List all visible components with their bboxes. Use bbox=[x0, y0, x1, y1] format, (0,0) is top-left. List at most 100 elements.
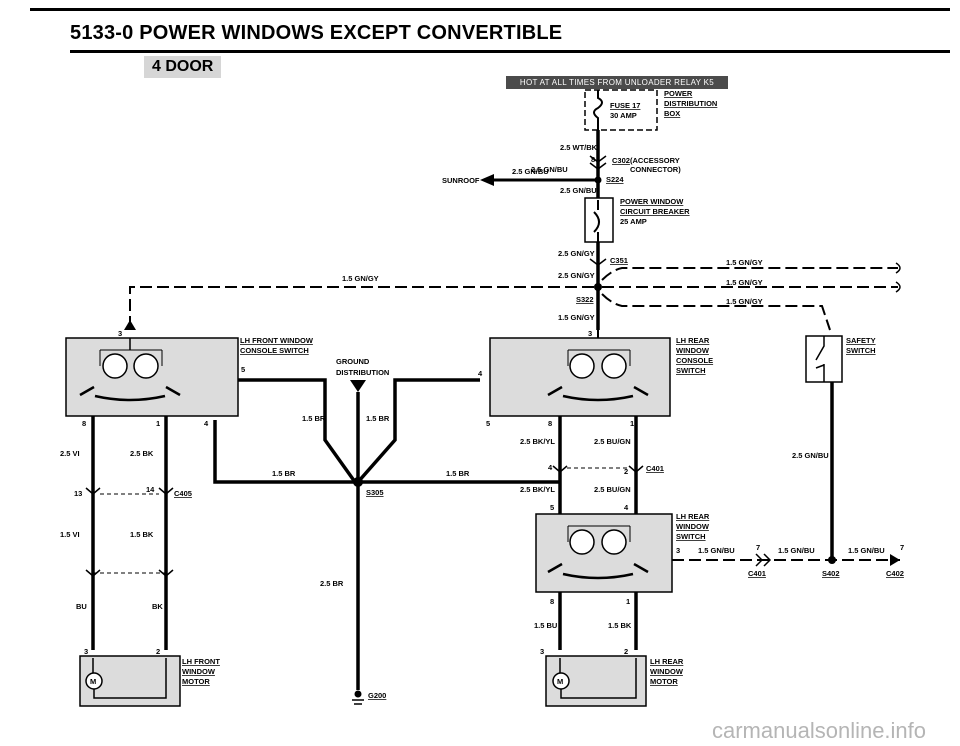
rear-motor-pin2: 2 bbox=[624, 647, 628, 656]
rear-switch-wire-label-2: 1.5 GN/BU bbox=[778, 546, 815, 555]
right-wire-label-2: 1.5 GN/GY bbox=[726, 278, 763, 287]
left-bus-wire bbox=[129, 286, 594, 330]
ground-dist-arrow bbox=[350, 380, 366, 392]
rear-switch-wire-label-3: 1.5 GN/BU bbox=[848, 546, 885, 555]
dist-box-line2: DISTRIBUTION bbox=[664, 99, 717, 108]
top-rule bbox=[30, 8, 950, 11]
breaker-amp: 25 AMP bbox=[620, 217, 647, 226]
right-wire-label-1: 1.5 GN/GY bbox=[726, 258, 763, 267]
sunroof-arrow bbox=[480, 174, 494, 186]
rear-console-internal bbox=[567, 349, 631, 366]
ground-label2: DISTRIBUTION bbox=[336, 368, 389, 377]
front-motor-internal bbox=[92, 658, 167, 699]
c401-connector-symbols bbox=[552, 465, 644, 473]
front-motor-m: M bbox=[90, 677, 96, 686]
c405-pin14: 14 bbox=[146, 485, 155, 494]
rear-switch-wire-label-1: 1.5 GN/BU bbox=[698, 546, 735, 555]
wire-gnbu-mid-label: 2.5 GN/BU bbox=[531, 165, 568, 174]
front-switch-pin4: 4 bbox=[204, 419, 209, 428]
ground-symbol bbox=[352, 699, 364, 705]
c351-connector-symbol bbox=[589, 258, 607, 266]
rear-switch-pin5: 5 bbox=[550, 503, 554, 512]
ground-wire-label-4: 1.5 BR bbox=[446, 469, 470, 478]
wire-bu-label: BU bbox=[76, 602, 87, 611]
rear-switch-internal bbox=[567, 525, 631, 542]
c401-label: C401 bbox=[646, 464, 664, 473]
rear-console-label3: CONSOLE bbox=[676, 356, 713, 365]
sunroof-label: SUNROOF bbox=[442, 176, 480, 185]
c405-label: C405 bbox=[174, 489, 192, 498]
title-rule bbox=[70, 50, 950, 53]
wire-25vi-label: 2.5 VI bbox=[60, 449, 80, 458]
front-switch-label2: CONSOLE SWITCH bbox=[240, 346, 309, 355]
c405-pin13: 13 bbox=[74, 489, 82, 498]
c351-label: C351 bbox=[610, 256, 628, 265]
c401-pin4: 4 bbox=[548, 463, 553, 472]
ground-label1: GROUND bbox=[336, 357, 370, 366]
s322-label: S322 bbox=[576, 295, 594, 304]
front-switch-internal bbox=[99, 349, 163, 366]
c401b-connector-symbol bbox=[755, 553, 772, 567]
safety-switch-label2: SWITCH bbox=[846, 346, 876, 355]
safety-switch-symbol bbox=[815, 336, 825, 382]
safety-wire-label: 2.5 GN/BU bbox=[792, 451, 829, 460]
rear-switch-contact-left bbox=[569, 529, 595, 555]
front-motor-pin3: 3 bbox=[84, 647, 88, 656]
distribution-box-outline bbox=[584, 89, 658, 131]
front-switch-pin3: 3 bbox=[118, 329, 122, 338]
front-switch-rockers bbox=[79, 385, 181, 402]
front-motor-label3: MOTOR bbox=[182, 677, 210, 686]
s305-label: S305 bbox=[366, 488, 384, 497]
c401-pin2: 2 bbox=[624, 467, 628, 476]
rear-switch-contact-right bbox=[601, 529, 627, 555]
rear-switch-pin7-b: 7 bbox=[900, 543, 904, 552]
rear-switch-label3: SWITCH bbox=[676, 532, 706, 541]
front-switch-label1: LH FRONT WINDOW bbox=[240, 336, 314, 345]
rear-console-pin8: 8 bbox=[548, 419, 552, 428]
page-title: 5133-0 POWER WINDOWS EXCEPT CONVERTIBLE bbox=[70, 22, 563, 44]
rear-console-label1: LH REAR bbox=[676, 336, 710, 345]
rear-switch-rockers bbox=[547, 562, 649, 580]
rear-switch-label1: LH REAR bbox=[676, 512, 710, 521]
s402-splice bbox=[828, 556, 836, 564]
front-motor-label2: WINDOW bbox=[182, 667, 216, 676]
rear-switch-feed-arrow bbox=[890, 554, 900, 566]
ground-wire-from-pin5 bbox=[238, 378, 357, 484]
rear-wire-bkyl-label-2: 2.5 BK/YL bbox=[520, 485, 555, 494]
mid-connector-symbols bbox=[85, 569, 174, 577]
rear-console-label2: WINDOW bbox=[676, 346, 710, 355]
c405-connector-symbols bbox=[85, 487, 174, 495]
rear-motor-label1: LH REAR bbox=[650, 657, 684, 666]
wire-wtbk-label: 2.5 WT/BK bbox=[560, 143, 598, 152]
rear-console-pin1: 1 bbox=[630, 419, 634, 428]
rear-wire-bugn-label-2: 2.5 BU/GN bbox=[594, 485, 631, 494]
ground-wire-label-5: 2.5 BR bbox=[320, 579, 344, 588]
wire-15bk-label: 1.5 BK bbox=[130, 530, 154, 539]
c302-pin: 8 bbox=[591, 155, 595, 164]
ground-bus-wire bbox=[213, 420, 560, 484]
front-switch-contact-right bbox=[133, 353, 159, 379]
rear-wire-15bu-label: 1.5 BU bbox=[534, 621, 557, 630]
front-motor-label1: LH FRONT bbox=[182, 657, 220, 666]
ground-wire-from-rear-pin4 bbox=[356, 378, 480, 484]
front-switch-pin3-arrow bbox=[124, 320, 136, 330]
left-wire-label: 1.5 GN/GY bbox=[342, 274, 379, 283]
c302-connector-symbol bbox=[589, 155, 607, 170]
s402-label: S402 bbox=[822, 569, 840, 578]
watermark: carmanualsonline.info bbox=[712, 718, 927, 743]
safety-switch-label1: SAFETY bbox=[846, 336, 876, 345]
dist-box-line1: POWER bbox=[664, 89, 693, 98]
rear-switch-label2: WINDOW bbox=[676, 522, 710, 531]
c402-label: C402 bbox=[886, 569, 904, 578]
wire-25bk-label: 2.5 BK bbox=[130, 449, 154, 458]
front-switch-contact-left bbox=[102, 353, 128, 379]
c302-desc1: (ACCESSORY bbox=[630, 156, 680, 165]
wire-gnbu-lower-label: 2.5 GN/BU bbox=[560, 186, 597, 195]
c302-label: C302 bbox=[612, 156, 630, 165]
right-wire-label-3: 1.5 GN/GY bbox=[726, 297, 763, 306]
rear-motor-internal bbox=[559, 658, 637, 699]
rear-motor-label3: MOTOR bbox=[650, 677, 678, 686]
rear-console-pin4: 4 bbox=[478, 369, 483, 378]
rear-console-label4: SWITCH bbox=[676, 366, 706, 375]
rear-wire-bugn-label: 2.5 BU/GN bbox=[594, 437, 631, 446]
